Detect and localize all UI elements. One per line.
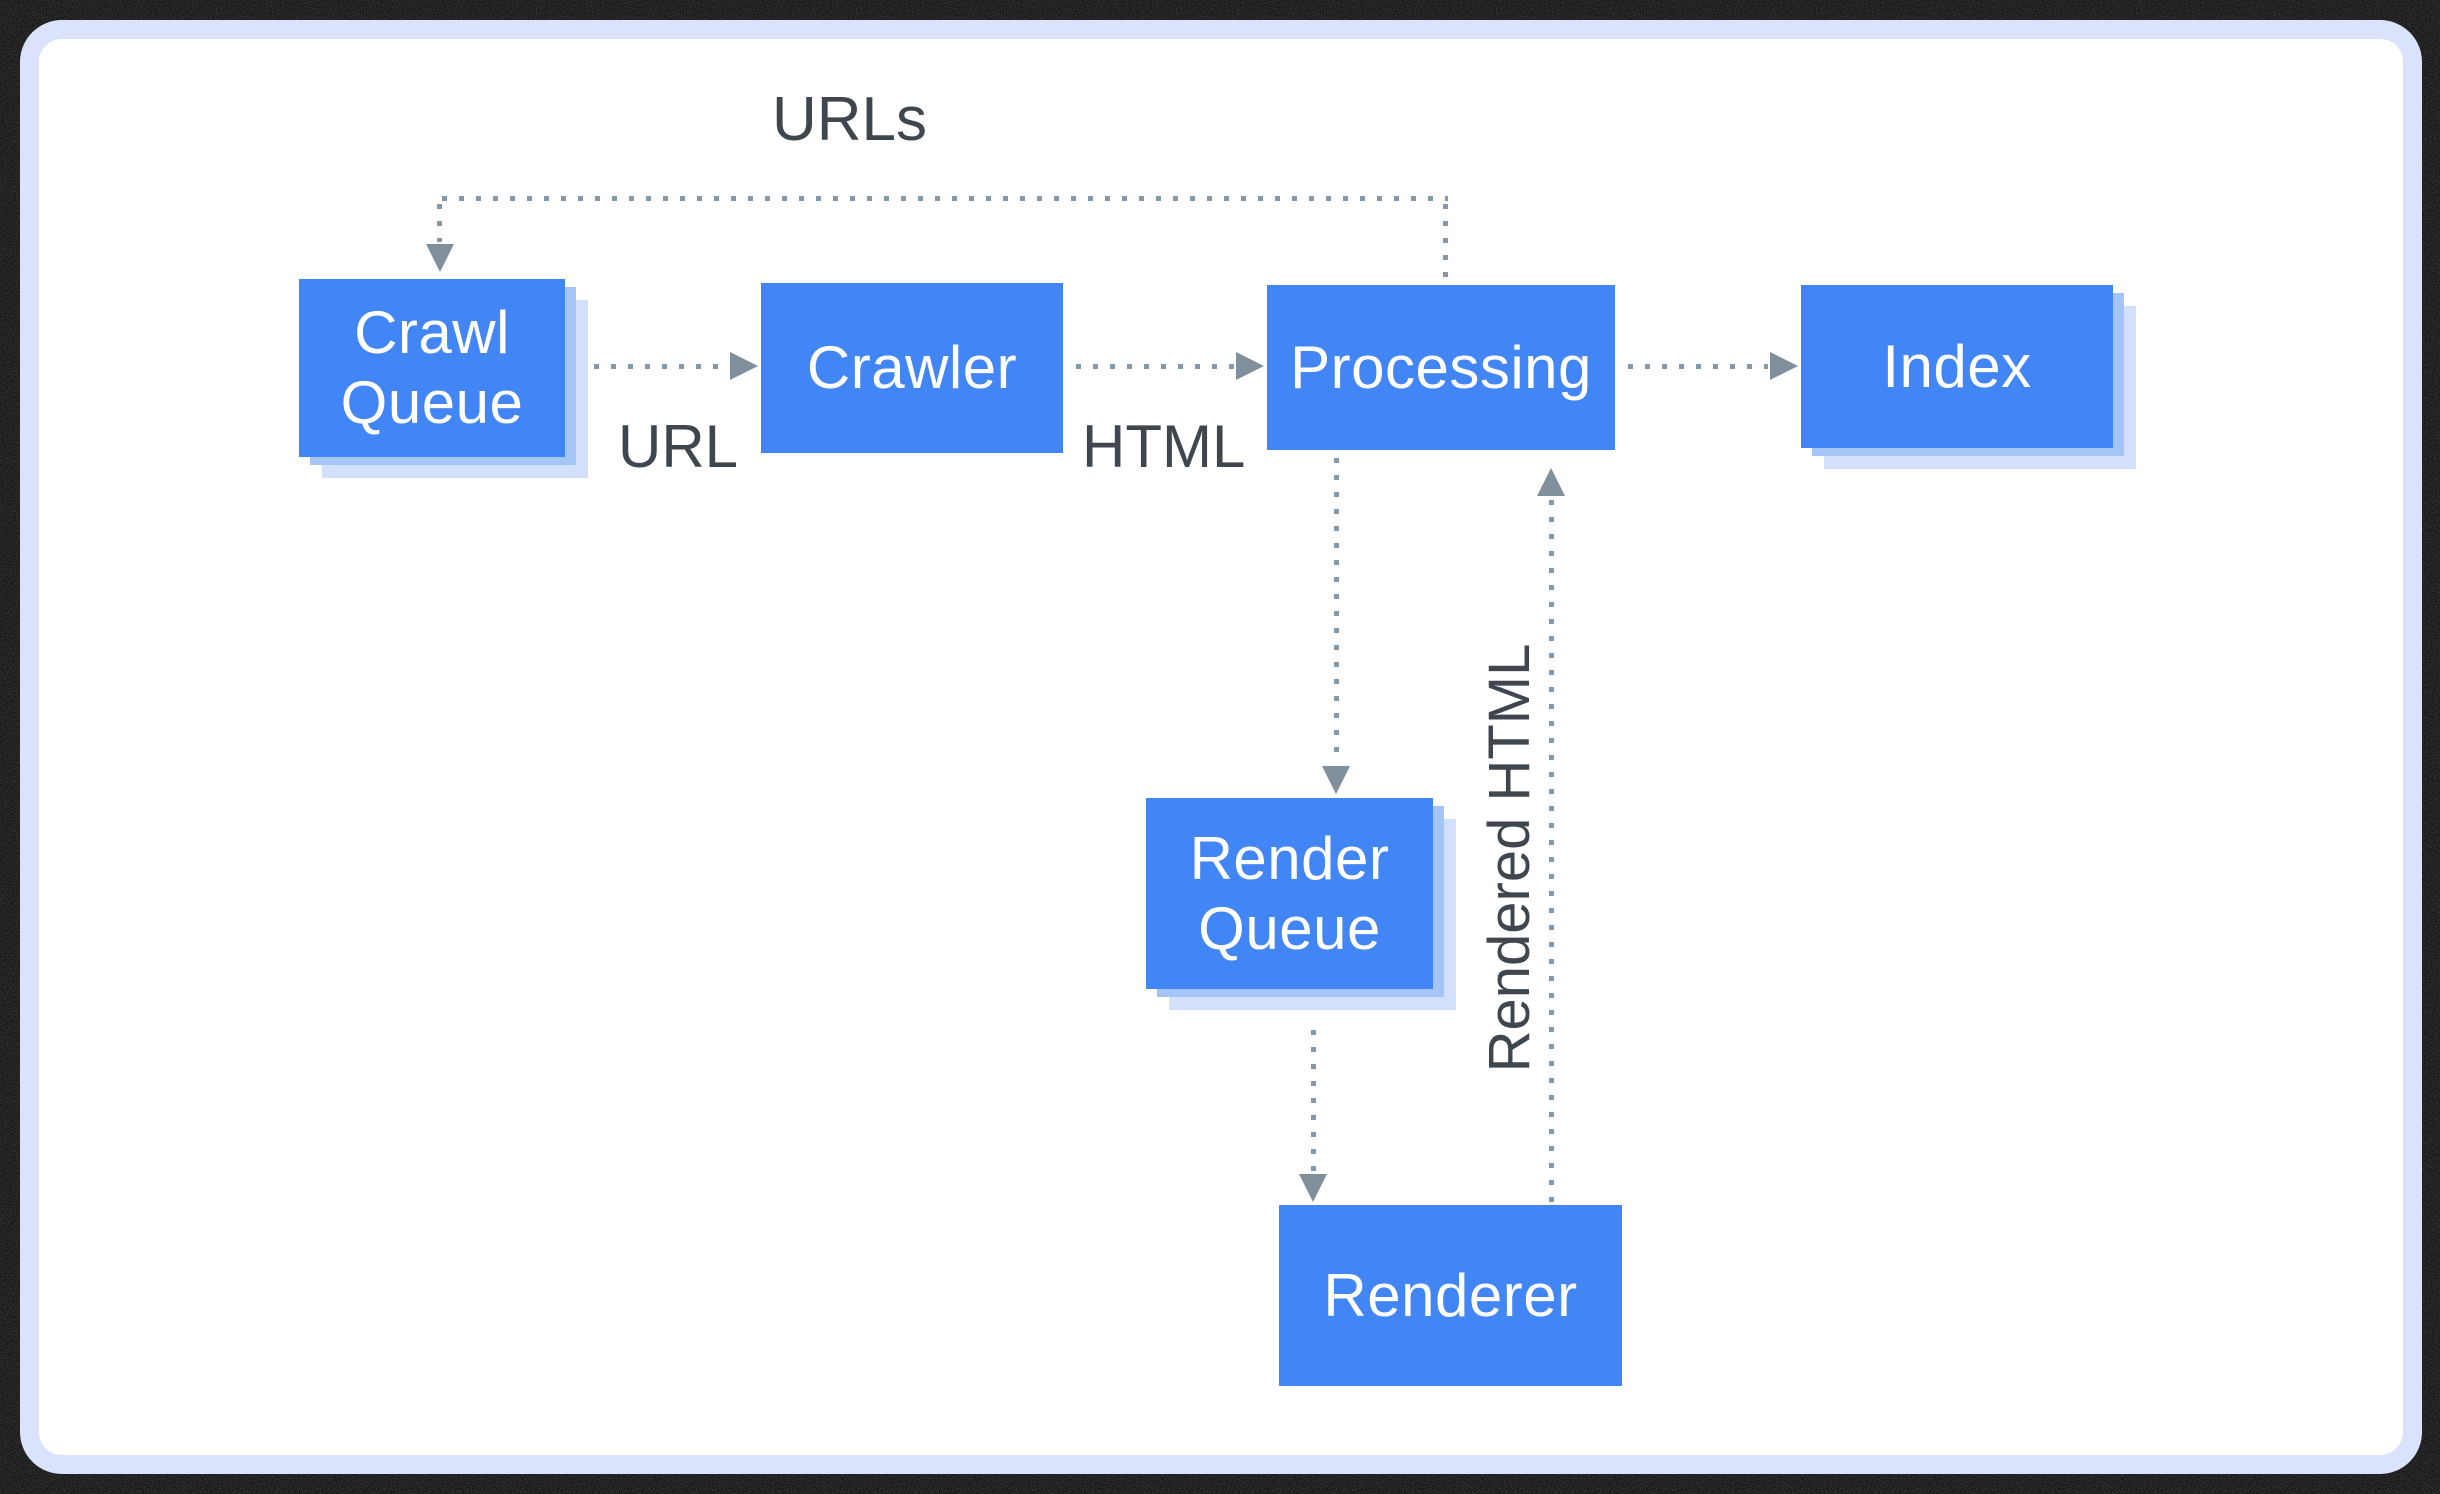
node-render-queue: Render Queue <box>1146 798 1433 989</box>
diagram-card <box>20 20 2422 1474</box>
node-renderer: Renderer <box>1279 1205 1622 1386</box>
arrowhead-into-index-icon <box>1770 352 1798 380</box>
node-processing: Processing <box>1267 285 1615 450</box>
edge-crawlqueue-to-crawler <box>594 364 728 369</box>
edge-label-url: URL <box>618 413 739 480</box>
edge-processing-to-index <box>1628 364 1768 369</box>
arrowhead-into-renderer-icon <box>1299 1174 1327 1202</box>
arrowhead-into-crawl-queue-icon <box>426 244 454 272</box>
edge-label-html: HTML <box>1082 413 1246 480</box>
edge-processing-to-crawlqueue-drop <box>437 204 442 242</box>
edge-label-urls: URLs <box>772 85 928 154</box>
node-crawl-queue: Crawl Queue <box>299 279 565 457</box>
node-index: Index <box>1801 285 2113 448</box>
edge-processing-to-crawlqueue-rise <box>1443 204 1448 286</box>
edge-renderer-to-processing <box>1549 500 1554 1202</box>
arrowhead-into-crawler-icon <box>730 352 758 380</box>
edge-crawler-to-processing <box>1076 364 1234 369</box>
edge-renderqueue-to-renderer <box>1311 1030 1316 1172</box>
edge-processing-to-crawlqueue-horizontal <box>442 196 1448 201</box>
arrowhead-into-render-queue-icon <box>1322 766 1350 794</box>
edge-processing-to-renderqueue <box>1334 458 1339 762</box>
arrowhead-up-into-processing-icon <box>1537 468 1565 496</box>
edge-label-rendered-html: Rendered HTML <box>1476 643 1542 1073</box>
node-crawler: Crawler <box>761 283 1063 453</box>
arrowhead-into-processing-icon <box>1236 352 1264 380</box>
